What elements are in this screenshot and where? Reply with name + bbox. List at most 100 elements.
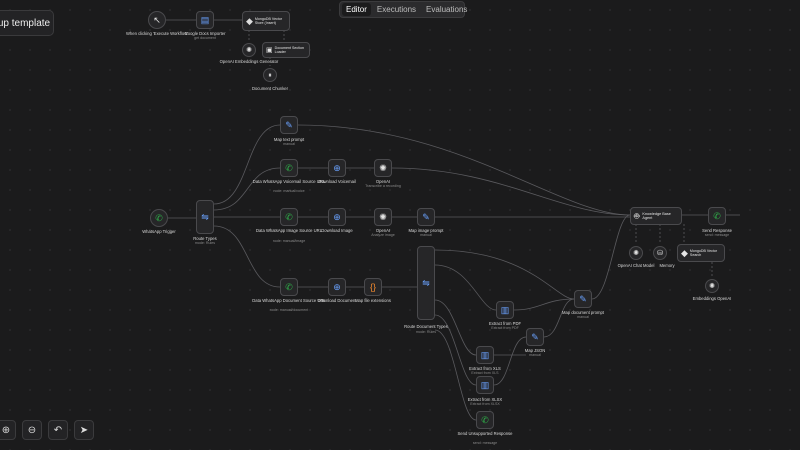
node-sublabel: send: message [704,233,730,237]
route-types-node[interactable]: ⇋ [196,200,214,234]
node-label: OpenAI [375,179,391,184]
voice-url-node[interactable]: ✆ [280,159,298,177]
node-label: Route Types [193,236,217,241]
code-braces-icon: {} [369,281,376,292]
view-tabs: Editor Executions Evaluations [339,1,467,18]
node-label: Download Document [317,298,357,303]
node-label: Document Chunker [251,86,289,91]
knowledge-agent-node[interactable]: 🤖︎ Knowledge Base Agent [630,207,682,225]
extract-pdf-node[interactable]: ▥ [496,301,514,319]
canvas-toolbar: ⊕ ⊖ ↶ ➤ [0,420,94,440]
leaf-icon: ◆ [681,247,688,258]
whatsapp-icon: ✆ [155,212,163,223]
map-document-prompt-node[interactable]: ✎ [574,290,592,308]
extract-xlsx-node[interactable]: ▥ [476,376,494,394]
node-label: Data WhatsApp Image Source URL [255,228,323,233]
tab-evaluations[interactable]: Evaluations [426,5,468,14]
node-sublabel: manual [420,233,432,237]
openai-icon: ✺ [379,162,387,173]
globe-icon: ⊕ [333,162,341,173]
document-url-node[interactable]: ✆ [280,278,298,296]
pencil-icon: ✎ [422,211,430,222]
download-document-node[interactable]: ⊕ [328,278,346,296]
zoom-in-button[interactable]: ⊕ [0,420,16,440]
doc-loader-node[interactable]: ▣ Document Section Loader [262,42,310,58]
leaf-icon: ◆ [246,15,253,26]
zoom-in-icon: ⊕ [1,424,11,436]
route-doc-types-node[interactable]: ⇋ [417,246,435,320]
node-label: Memory [659,263,675,268]
whatsapp-icon: ✆ [285,162,293,173]
openai-chat-model-node[interactable]: ✺ [629,246,643,260]
node-label: Download Image [321,228,353,233]
send-unsupported-node[interactable]: ✆ [476,411,494,429]
node-label: Extract from PDF [488,321,522,326]
globe-icon: ⊕ [333,211,341,222]
file-extract-icon: ▥ [500,304,510,315]
mongodb-search-node[interactable]: ◆ MongoDB Vector Search [677,244,725,262]
image-url-node[interactable]: ✆ [280,208,298,226]
node-label: Document Section Loader [274,46,304,54]
file-extract-icon: ▥ [480,349,490,360]
node-label: Map text prompt [273,137,305,142]
node-label: Map JSON [524,348,546,353]
cursor-icon: ➤ [79,424,89,436]
node-sublabel: manual [283,142,295,146]
extract-xls-node[interactable]: ▥ [476,346,494,364]
whatsapp-trigger-node[interactable]: ✆ [150,209,168,227]
openai-image-node[interactable]: ✺ [374,208,392,226]
doc-chunker-node[interactable]: ⏸ [263,68,277,82]
node-label: Map document prompt [562,310,604,315]
map-text-prompt-node[interactable]: ✎ [280,116,298,134]
node-label: Data WhatsApp Voicemail Source URL [252,179,326,184]
download-voicemail-node[interactable]: ⊕ [328,159,346,177]
mongodb-store-node[interactable]: ◆ MongoDB Vector Store (Insert) [242,11,290,31]
node-sublabel: Extract from XLSX [470,402,500,406]
openai-icon: ✺ [633,249,639,257]
node-sublabel: manual [529,353,541,357]
map-image-prompt-node[interactable]: ✎ [417,208,435,226]
pencil-icon: ✎ [285,119,293,130]
google-docs-node[interactable]: ▤ [196,11,214,29]
node-label: Extract from XLS [469,366,501,371]
download-image-node[interactable]: ⊕ [328,208,346,226]
execute-trigger-node[interactable]: ↖ [148,11,166,29]
whatsapp-icon: ✆ [713,210,721,221]
node-label: When clicking 'Execute Workflow' [125,31,189,36]
undo-button[interactable]: ↶ [48,420,68,440]
route-icon: ⇋ [201,211,209,222]
file-icon: ▣ [266,46,273,54]
tab-executions[interactable]: Executions [376,5,417,14]
map-json-node[interactable]: ✎ [526,328,544,346]
openai-icon: ✺ [709,282,715,290]
memory-node[interactable]: ⛁ [653,246,667,260]
send-response-node[interactable]: ✆ [708,207,726,225]
cursor-icon: ↖ [153,14,161,25]
zoom-out-button[interactable]: ⊖ [22,420,42,440]
openai-embeddings-node[interactable]: ✺ [242,43,256,57]
tab-editor[interactable]: Editor [342,3,371,16]
openai-icon: ✺ [379,211,387,222]
map-file-ext-node[interactable]: {} [364,278,382,296]
whatsapp-icon: ✆ [481,414,489,425]
node-label: OpenAI [375,228,391,233]
openai-transcribe-node[interactable]: ✺ [374,159,392,177]
node-sublabel: send: message [472,441,498,445]
database-icon: ⛁ [657,249,663,257]
zoom-out-icon: ⊖ [27,424,37,436]
template-button[interactable]: up template [0,10,54,36]
node-sublabel: node: manual/image [272,239,306,243]
embeddings-openai-node[interactable]: ✺ [705,279,719,293]
cursor-button[interactable]: ➤ [74,420,94,440]
globe-icon: ⊕ [333,281,341,292]
node-label: Download Voicemail [318,179,356,184]
node-label: Extract from XLSX [467,397,503,402]
node-label: Data WhatsApp Document Source URL [252,298,326,303]
node-label: Send Unsupported Response [457,431,513,436]
document-icon: ▤ [200,14,210,25]
pencil-icon: ✎ [531,331,539,342]
node-label: OpenAI Chat Model [617,263,655,268]
node-label: Map image prompt [408,228,444,233]
undo-icon: ↶ [53,424,63,436]
